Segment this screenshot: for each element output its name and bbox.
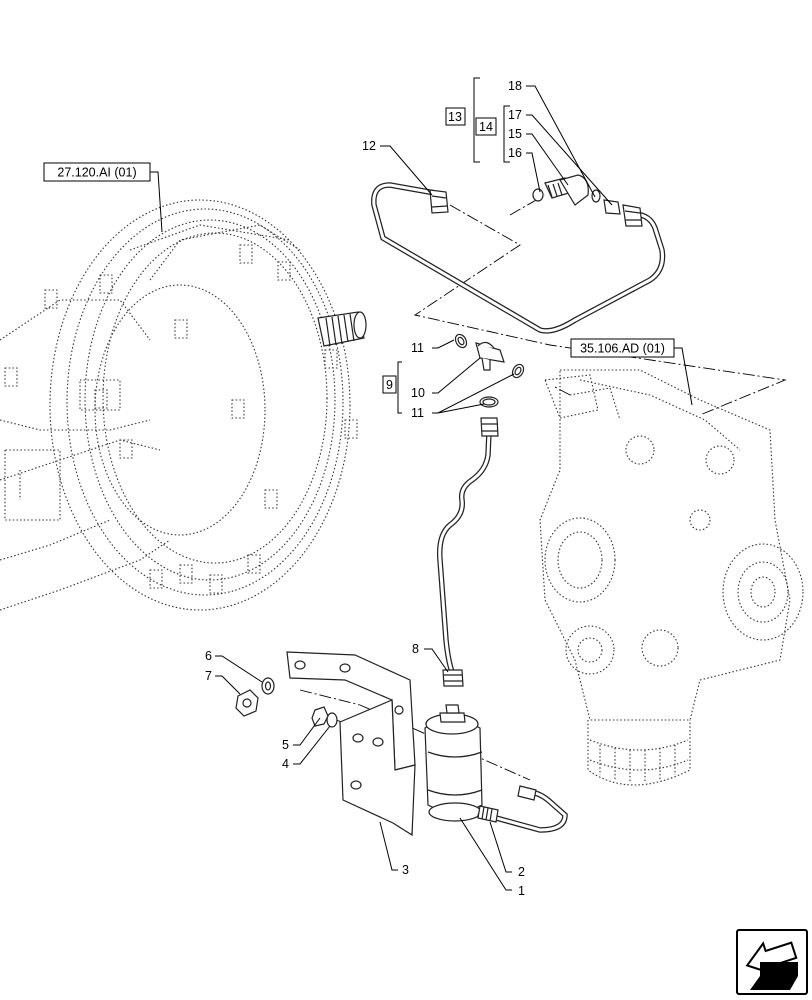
filter-canister-1 (424, 704, 483, 822)
callout-18: 18 (508, 79, 522, 93)
callout-17: 17 (508, 108, 522, 122)
callout-3: 3 (402, 863, 409, 877)
leader-lines (150, 77, 693, 891)
pipe-8 (436, 417, 499, 687)
callout-15: 15 (508, 127, 522, 141)
callout-box-13 (445, 107, 466, 126)
callout-13: 13 (448, 110, 462, 124)
callout-1: 1 (518, 884, 525, 898)
fittings-14-18 (532, 174, 621, 215)
ref-box-pump[interactable]: 35.106.AD (01) (570, 338, 675, 358)
callout-9: 9 (386, 378, 393, 392)
callout-16: 16 (508, 146, 522, 160)
callout-11b: 11 (411, 406, 424, 420)
hose-2 (477, 785, 568, 833)
callout-5: 5 (282, 738, 289, 752)
fasteners-4-7 (235, 677, 338, 728)
callout-11a: 11 (411, 341, 424, 355)
callout-8: 8 (412, 642, 419, 656)
ref-axle-label: 27.120.AI (01) (57, 166, 136, 180)
tee-fitting-10 (454, 333, 525, 408)
callout-12: 12 (362, 139, 376, 153)
callout-6: 6 (205, 649, 212, 663)
callout-14: 14 (479, 120, 493, 134)
navigate-arrow-icon[interactable] (736, 929, 808, 995)
callout-labels: 1 2 3 4 5 6 7 8 9 10 11 11 12 13 14 15 1… (205, 79, 525, 898)
spline-shaft (317, 311, 367, 347)
ref-pump-label: 35.106.AD (01) (580, 342, 665, 356)
callout-7: 7 (205, 669, 212, 683)
hydraulic-pump (539, 369, 804, 786)
pipe-12 (371, 182, 666, 334)
axle-housing (0, 199, 358, 611)
callout-4: 4 (282, 757, 289, 771)
bracket-3 (286, 651, 416, 837)
callout-box-14 (475, 117, 497, 136)
callout-2: 2 (518, 865, 525, 879)
ref-box-axle[interactable]: 27.120.AI (01) (43, 162, 151, 182)
callout-box-9 (382, 375, 397, 394)
callout-10: 10 (411, 386, 425, 400)
